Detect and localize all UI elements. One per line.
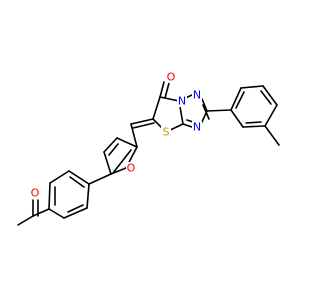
furan-inner-double-bond: [108, 143, 119, 156]
tolyl-inner-double-bond: [260, 90, 272, 105]
ketone-oxygen-label: O: [31, 187, 40, 200]
upper-nitrogen-label-background: [192, 89, 202, 101]
phenyl-bond: [68, 170, 90, 185]
phenyl-inner-double-bond: [67, 204, 84, 213]
tolyl-inner-double-bond: [235, 91, 245, 109]
triazole-bond: [201, 98, 208, 112]
furan-oxygen-label: O: [127, 162, 136, 175]
upper-nitrogen-label: N: [193, 89, 201, 102]
carbonyl-double-bond-a: [159, 81, 165, 98]
phenyl-bond: [63, 207, 88, 219]
tolyl-inner-double-bond: [245, 121, 262, 124]
tolyl-bond: [264, 104, 278, 127]
phenyl-inner-double-bond: [69, 176, 85, 188]
exocyclic-double-bond-b: [132, 122, 155, 129]
phenyl-bond: [48, 208, 65, 219]
acetyl-aryl-bond: [32, 208, 50, 217]
tolyl-bond: [262, 85, 278, 106]
furan-inner-double-bond: [112, 149, 132, 174]
bridge-nitrogen-label-background: [177, 95, 187, 107]
ketone-oxygen-label-background: [30, 187, 40, 199]
lower-nitrogen-label-background: [192, 121, 202, 133]
bond-lines: [17, 81, 280, 226]
furan-bond: [103, 151, 112, 175]
tolyl-bond: [240, 85, 264, 89]
carbonyl-double-bond-b: [164, 82, 170, 99]
thiazole-bond: [152, 96, 161, 120]
furan-bond: [116, 137, 138, 148]
triazole-tolyl-bond: [206, 109, 232, 112]
tolyl-bond: [242, 125, 266, 128]
triazole-bond: [182, 123, 193, 128]
phenyl-bond: [48, 182, 51, 210]
furan-oxygen-label-background: [126, 162, 136, 174]
phenyl-bond: [86, 183, 90, 209]
tolyl-bond: [230, 109, 244, 128]
sulfur-label-background: [161, 126, 171, 138]
phenyl-bond: [49, 170, 70, 184]
triazole-inner-double-bond: [202, 104, 210, 120]
carbonyl-oxygen-label: O: [167, 71, 176, 84]
lower-nitrogen-label: N: [193, 121, 201, 134]
methyl-bond: [17, 215, 34, 226]
methyl-bond: [264, 125, 280, 146]
furan-bond: [103, 137, 118, 153]
exocyclic-double-bond-a: [130, 118, 154, 125]
bridge-nitrogen-label: N: [178, 95, 186, 108]
sulfur-label: S: [163, 126, 170, 139]
thiazole-bond: [159, 96, 180, 102]
tolyl-bond: [230, 87, 242, 111]
phenyl-furan-bond: [88, 173, 112, 185]
methylidene-bond: [130, 123, 138, 148]
carbonyl-oxygen-label-background: [166, 71, 176, 83]
